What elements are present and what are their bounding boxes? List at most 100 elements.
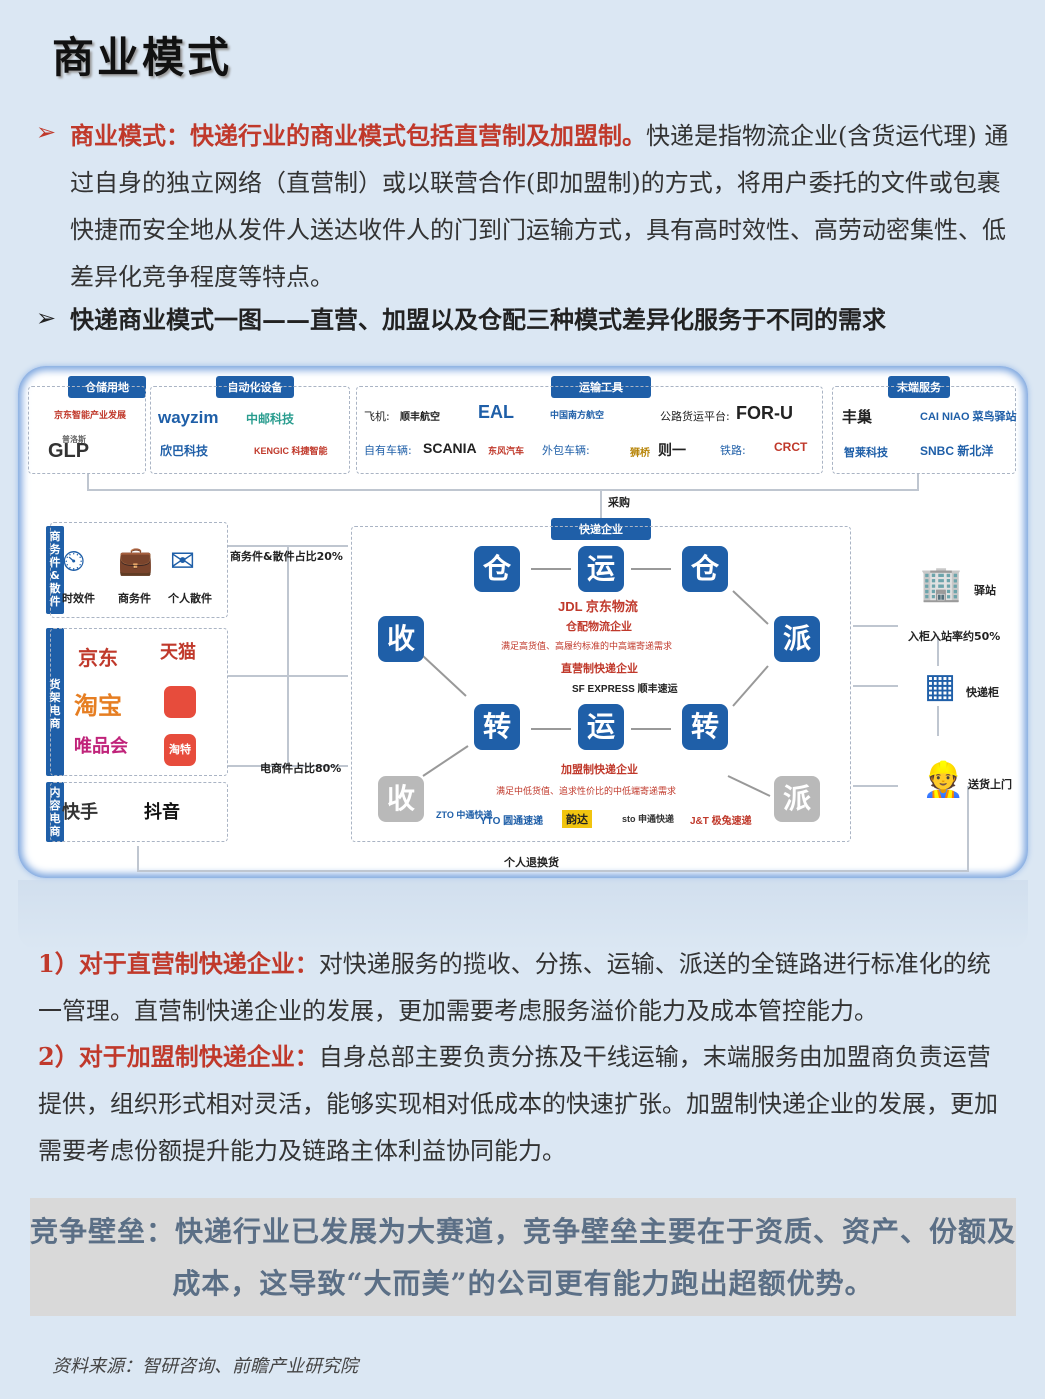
logo-cainiao: CAI NIAO 菜鸟驿站 <box>920 411 1017 423</box>
logo-vip: 唯品会 <box>74 736 128 756</box>
source-note: 资料来源：智研咨询、前瞻产业研究院 <box>52 1356 358 1377</box>
franchise-co-label: 加盟制快递企业 <box>561 763 638 776</box>
logo-zhilai: 智莱科技 <box>844 447 888 459</box>
franchise-co-desc: 满足中低货值、追求性价比的中低端寄递需求 <box>496 787 677 797</box>
logo-zhongyou: 中邮科技 <box>246 412 295 426</box>
node-deliver-grey: 派 <box>774 776 820 822</box>
rail-label: 铁路: <box>720 444 746 457</box>
node-transfer-1: 转 <box>474 704 520 750</box>
logo-shiqiao: 狮桥 <box>630 448 650 459</box>
logo-jd-property: 京东智能产业发展 <box>54 410 127 420</box>
header-automation: 自动化设备 <box>216 376 294 398</box>
logo-jdl: JDL 京东物流 <box>558 599 638 614</box>
locker-icon: ▦ <box>924 666 957 706</box>
logo-snbc: SNBC 新北洋 <box>920 444 994 458</box>
outsource-label: 外包车辆: <box>542 444 590 457</box>
logo-crct: CRCT <box>774 440 808 454</box>
logo-zto: ZTO 中通快递 <box>436 810 493 820</box>
paragraph-franchise: 2）对于加盟制快递企业：自身总部主要负责分拣及干线运输，末端服务由加盟商负责运营… <box>38 1033 1013 1175</box>
logo-glp: GLP <box>48 440 90 462</box>
node-transfer-2: 转 <box>682 704 728 750</box>
logo-hive-box: 丰巢 <box>842 409 873 426</box>
header-terminal: 末端服务 <box>888 376 950 398</box>
logo-jd: 京东 <box>78 648 118 670</box>
bullet-diagram-caption: 快递商业模式一图——直营、加盟以及仓配三种模式差异化服务于不同的需求 <box>70 305 886 334</box>
warehouse-co-desc: 满足高货值、高履约标准的中高端寄递需求 <box>501 642 673 652</box>
node-warehouse-1: 仓 <box>474 546 520 592</box>
bullet-arrow-icon: ➢ <box>36 304 57 332</box>
logo-taote: 淘特 <box>164 734 196 766</box>
logo-taobao: 淘宝 <box>74 693 122 720</box>
item-time-sensitive: 时效件 <box>62 592 95 605</box>
station-building-icon: 🏢 <box>920 564 963 604</box>
logo-tmall: 天猫 <box>160 642 196 662</box>
node-warehouse-2: 仓 <box>682 546 728 592</box>
diagram-reflection <box>18 880 1028 950</box>
terminal-box <box>832 386 1016 474</box>
logo-kuaishou: 快手 <box>62 802 98 822</box>
diagram-panel: 仓储用地 京东智能产业发展 GLP 普洛斯 自动化设备 wayzim 中邮科技 … <box>18 366 1028 878</box>
bullet-arrow-icon: ➢ <box>36 118 57 146</box>
node-deliver: 派 <box>774 616 820 662</box>
briefcase-icon: 💼 <box>118 544 153 577</box>
paragraph-direct: 1）对于直营制快递企业：对快递服务的揽收、分拣、运输、派送的全链路进行标准化的统… <box>38 940 1013 1035</box>
node-collect-grey: 收 <box>378 776 424 822</box>
bullet-business-model: 商业模式：快递行业的商业模式包括直营制及加盟制。快递是指物流企业(含货运代理) … <box>70 112 1020 301</box>
logo-sf-express: SF EXPRESS 顺丰速运 <box>572 684 678 695</box>
logo-dongfeng: 东风汽车 <box>488 446 525 456</box>
para-franchise-label: 2）对于加盟制快递企业： <box>38 1042 319 1071</box>
content-ecommerce-box <box>50 782 228 842</box>
para-direct-label: 1）对于直营制快递企业： <box>38 949 319 978</box>
terminal-station: 驿站 <box>974 584 996 597</box>
purchase-label: 采购 <box>608 496 630 509</box>
express-box <box>351 526 851 842</box>
terminal-door: 送货上门 <box>968 778 1012 791</box>
bullet-label: 商业模式：快递行业的商业模式包括直营制及加盟制。 <box>70 121 646 150</box>
warehouse-co-label: 仓配物流企业 <box>566 620 632 633</box>
header-storage: 仓储用地 <box>68 376 146 398</box>
para-direct-text: 对快递服务的揽收、分拣、运输、派送的全链路进行标准化的统一管理。直营制快递企业的… <box>38 950 991 1025</box>
transport-box <box>356 386 823 474</box>
terminal-locker: 快递柜 <box>966 686 999 699</box>
node-collect: 收 <box>378 616 424 662</box>
automation-box <box>150 386 350 474</box>
own-vehicle-label: 自有车辆: <box>364 444 412 457</box>
logo-douyin: 抖音 <box>144 802 180 822</box>
clock-hand-icon: ⏲ <box>62 544 86 579</box>
conclusion-box: 竞争壁垒：快递行业已发展为大赛道，竞争壁垒主要在于资质、资产、份额及成本，这导致… <box>30 1198 1016 1316</box>
plane-label: 飞机: <box>364 410 390 423</box>
logo-glp-cn: 普洛斯 <box>62 435 86 444</box>
bullet-text: 快递是指物流企业(含货运代理) 通过自身的独立网络（直营制）或以联营合作(即加盟… <box>70 122 1009 291</box>
logo-xinba: 欣巴科技 <box>160 444 209 458</box>
logo-eal: EAL <box>478 402 514 422</box>
logo-scania: SCANIA <box>423 440 477 456</box>
para-franchise-text: 自身总部主要负责分拣及干线运输，末端服务由加盟商负责运营提供，组织形式相对灵活，… <box>38 1043 998 1165</box>
item-personal: 个人散件 <box>168 592 212 605</box>
courier-icon: 👷 <box>922 760 965 800</box>
diagram-connectors <box>87 474 969 872</box>
envelope-icon: ✉ <box>170 544 196 579</box>
logo-sto: sto 申通快递 <box>622 814 675 824</box>
item-business: 商务件 <box>118 592 151 605</box>
node-transport-2: 运 <box>578 704 624 750</box>
tmall-heart-icon <box>164 686 196 718</box>
business-share-label: 商务件&散件占比20% <box>230 550 343 563</box>
logo-yto: YTO 圆通速递 <box>480 816 544 827</box>
business-box <box>50 522 228 618</box>
logo-wayzim: wayzim <box>158 408 219 427</box>
storage-box <box>28 386 146 474</box>
shelf-ecommerce-box <box>50 628 228 776</box>
logo-jt: J&T 极兔速递 <box>690 816 752 827</box>
logo-zeyi: 则一 <box>658 442 686 458</box>
terminal-rate: 入柜入站率约50% <box>908 630 1001 643</box>
return-label: 个人退换货 <box>504 856 559 869</box>
logo-china-southern: 中国南方航空 <box>550 410 605 420</box>
header-transport: 运输工具 <box>551 376 651 398</box>
node-transport-1: 运 <box>578 546 624 592</box>
page-title: 商业模式 <box>52 33 233 82</box>
direct-co-label: 直营制快递企业 <box>561 662 638 675</box>
logo-foru: FOR-U <box>736 403 793 423</box>
logo-yunda: 韵达 <box>562 810 592 828</box>
road-label: 公路货运平台: <box>660 410 730 423</box>
ecommerce-share-label: 电商件占比80% <box>260 762 342 775</box>
